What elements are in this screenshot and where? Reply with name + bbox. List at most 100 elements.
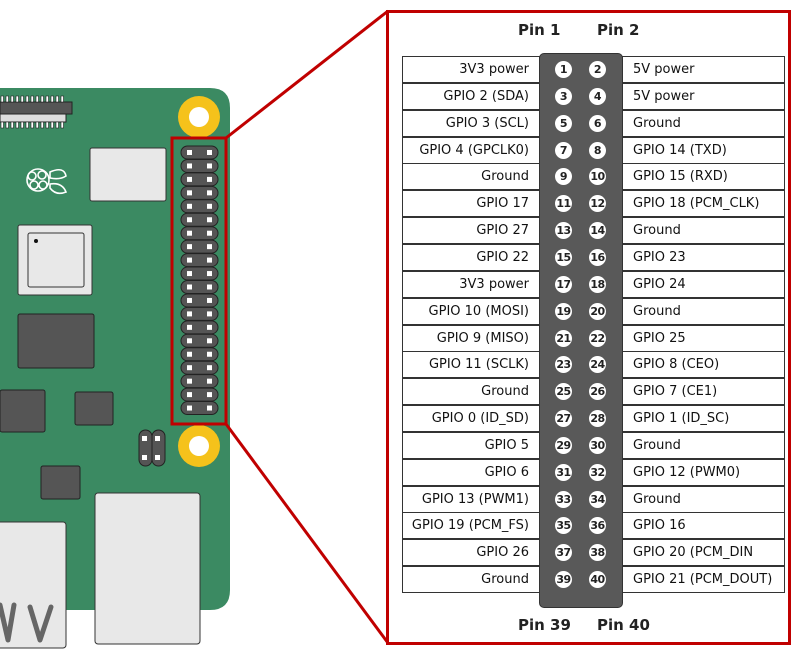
pin-number: 32 [589, 464, 606, 481]
pin-number: 17 [555, 276, 572, 293]
pin-number: 22 [589, 330, 606, 347]
pin-number: 26 [589, 383, 606, 400]
board-pin [207, 405, 212, 411]
board-pin-pair [180, 347, 219, 362]
chip-dark [74, 391, 114, 426]
mount-hole [178, 425, 220, 467]
pin-label-left: GPIO 5 [402, 432, 540, 459]
pin-label-left: GPIO 26 [402, 539, 540, 566]
board-pin [207, 150, 212, 155]
board-pin-pair [180, 253, 219, 268]
pin-number: 2 [589, 61, 606, 78]
pin-number: 36 [589, 517, 606, 534]
ram-chip [17, 313, 95, 369]
pin-label-right: GPIO 24 [622, 271, 785, 298]
board-pin-pair [180, 374, 219, 389]
board-pin [207, 365, 212, 371]
pin-label-right: Ground [622, 298, 785, 325]
board-pin [187, 324, 192, 330]
board-pin [207, 203, 212, 209]
board-pin-pair [180, 239, 219, 254]
pin-label-right: Ground [622, 432, 785, 459]
board-pin [187, 297, 192, 303]
pin-number: 19 [555, 303, 572, 320]
connector-tooth [60, 121, 64, 129]
mount-hole [178, 96, 220, 138]
board-pin [187, 311, 192, 317]
pin-number: 3 [555, 88, 572, 105]
pin-number: 35 [555, 517, 572, 534]
pin-label-left: GPIO 2 (SDA) [402, 83, 540, 110]
pin-label-right: GPIO 20 (PCM_DIN [622, 539, 785, 566]
board-pin [207, 217, 212, 223]
board-pin [187, 176, 192, 182]
board-pin-pair [180, 199, 219, 214]
pin-label-left: Ground [402, 378, 540, 405]
pin-label-left: GPIO 27 [402, 217, 540, 244]
pin-number: 7 [555, 142, 572, 159]
pin-label-right: GPIO 1 (ID_SC) [622, 405, 785, 432]
board-pin [187, 378, 192, 384]
connector-tooth [55, 121, 59, 129]
pin-label-left: GPIO 3 (SCL) [402, 110, 540, 137]
pin-label-right: GPIO 25 [622, 325, 785, 352]
pin1-label: Pin 1 [518, 21, 561, 39]
pin-number: 20 [589, 303, 606, 320]
pin-label-right: GPIO 21 (PCM_DOUT) [622, 566, 785, 593]
connector-tooth [40, 121, 44, 129]
pin-number: 40 [589, 571, 606, 588]
board-pin [207, 392, 212, 398]
pin-label-right: GPIO 12 (PWM0) [622, 459, 785, 486]
board-pin [207, 257, 212, 263]
pin-number: 11 [555, 195, 572, 212]
pin-label-left: GPIO 17 [402, 190, 540, 217]
usb-port-glyph [0, 602, 54, 643]
pin-number: 25 [555, 383, 572, 400]
poe-header [138, 429, 166, 467]
pin-label-right: GPIO 23 [622, 244, 785, 271]
pin-label-right: GPIO 7 (CE1) [622, 378, 785, 405]
pin-number: 37 [555, 544, 572, 561]
pin-number: 31 [555, 464, 572, 481]
board-pin [187, 203, 192, 209]
pin-label-right: 5V power [622, 56, 785, 83]
pin-number: 15 [555, 249, 572, 266]
connector-tooth [20, 121, 24, 129]
board-pin [207, 378, 212, 384]
connector-tooth [10, 121, 14, 129]
connector-tooth [10, 95, 14, 103]
pin-label-right: Ground [622, 217, 785, 244]
pin-label-left: GPIO 4 (GPCLK0) [402, 137, 540, 164]
pin-number: 13 [555, 222, 572, 239]
board-pin [207, 190, 212, 196]
pin-label-left: Ground [402, 566, 540, 593]
connector-tooth [15, 95, 19, 103]
pin-number: 4 [589, 88, 606, 105]
board-pin [187, 284, 192, 290]
pin-number: 18 [589, 276, 606, 293]
pin-label-right: Ground [622, 110, 785, 137]
connector-tooth [60, 95, 64, 103]
connector-tooth [35, 95, 39, 103]
pin-number: 9 [555, 168, 572, 185]
pin-number: 38 [589, 544, 606, 561]
pin40-label: Pin 40 [597, 616, 650, 634]
raspberry-logo-icon [26, 168, 68, 195]
pin-number: 14 [589, 222, 606, 239]
pin-label-right: 5V power [622, 83, 785, 110]
connector-tooth [0, 121, 4, 129]
connector-tooth [15, 121, 19, 129]
board-pin [187, 351, 192, 357]
pin-number: 28 [589, 410, 606, 427]
chip-light [89, 147, 167, 202]
board-pin-pair [180, 360, 219, 375]
board-pin-pair [180, 266, 219, 281]
connector-tooth [50, 121, 54, 129]
pin-label-left: GPIO 19 (PCM_FS) [402, 512, 540, 539]
connector-tooth [30, 121, 34, 129]
connector-tooth [35, 121, 39, 129]
pin2-label: Pin 2 [597, 21, 640, 39]
pin-label-right: GPIO 18 (PCM_CLK) [622, 190, 785, 217]
board-pin [207, 297, 212, 303]
